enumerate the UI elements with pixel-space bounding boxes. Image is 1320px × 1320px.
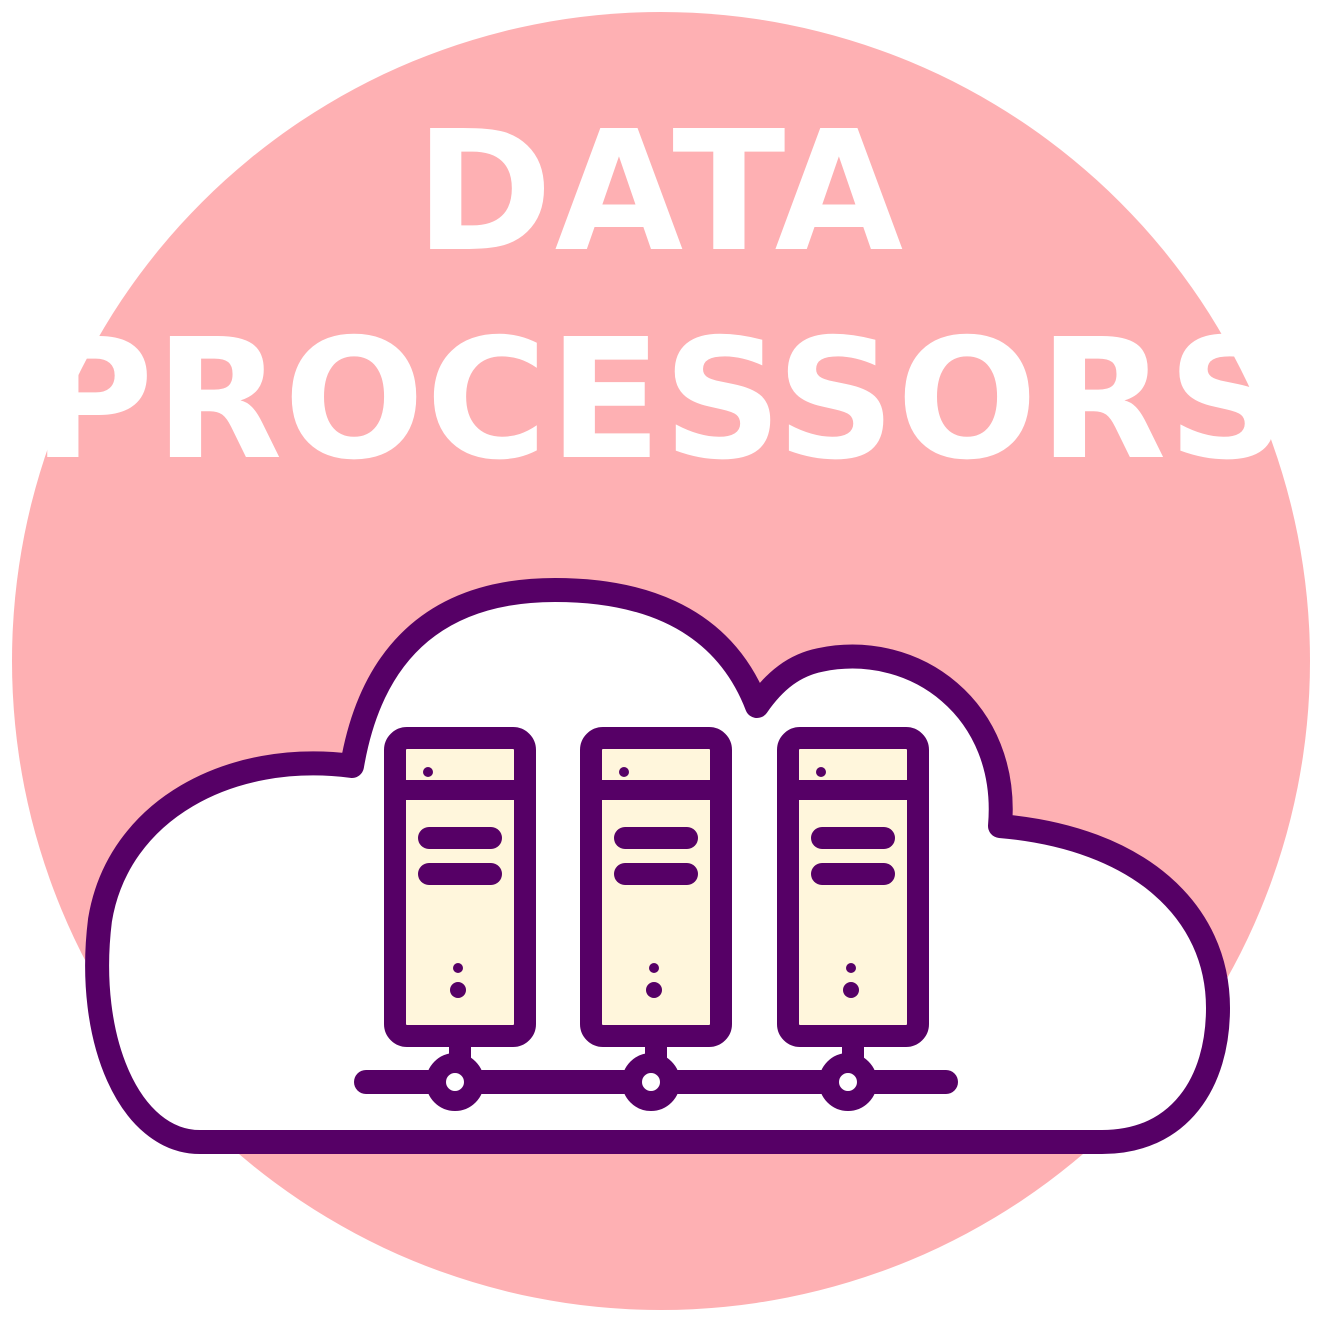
server-tower (777, 727, 929, 1047)
server-tower (580, 727, 732, 1047)
server-status-dot (843, 982, 859, 998)
network-node (426, 1053, 484, 1111)
server-status-dot (846, 963, 856, 973)
server-status-dot (649, 963, 659, 973)
network-node (622, 1053, 680, 1111)
server-led (816, 767, 826, 777)
server-status-dot (453, 963, 463, 973)
server-led (619, 767, 629, 777)
title-line-2: PROCESSORS (32, 304, 1288, 497)
server-tower (384, 727, 536, 1047)
network-node (819, 1053, 877, 1111)
server-status-dot (450, 982, 466, 998)
server-led (423, 767, 433, 777)
server-status-dot (646, 982, 662, 998)
title-line-1: DATA (414, 96, 906, 289)
